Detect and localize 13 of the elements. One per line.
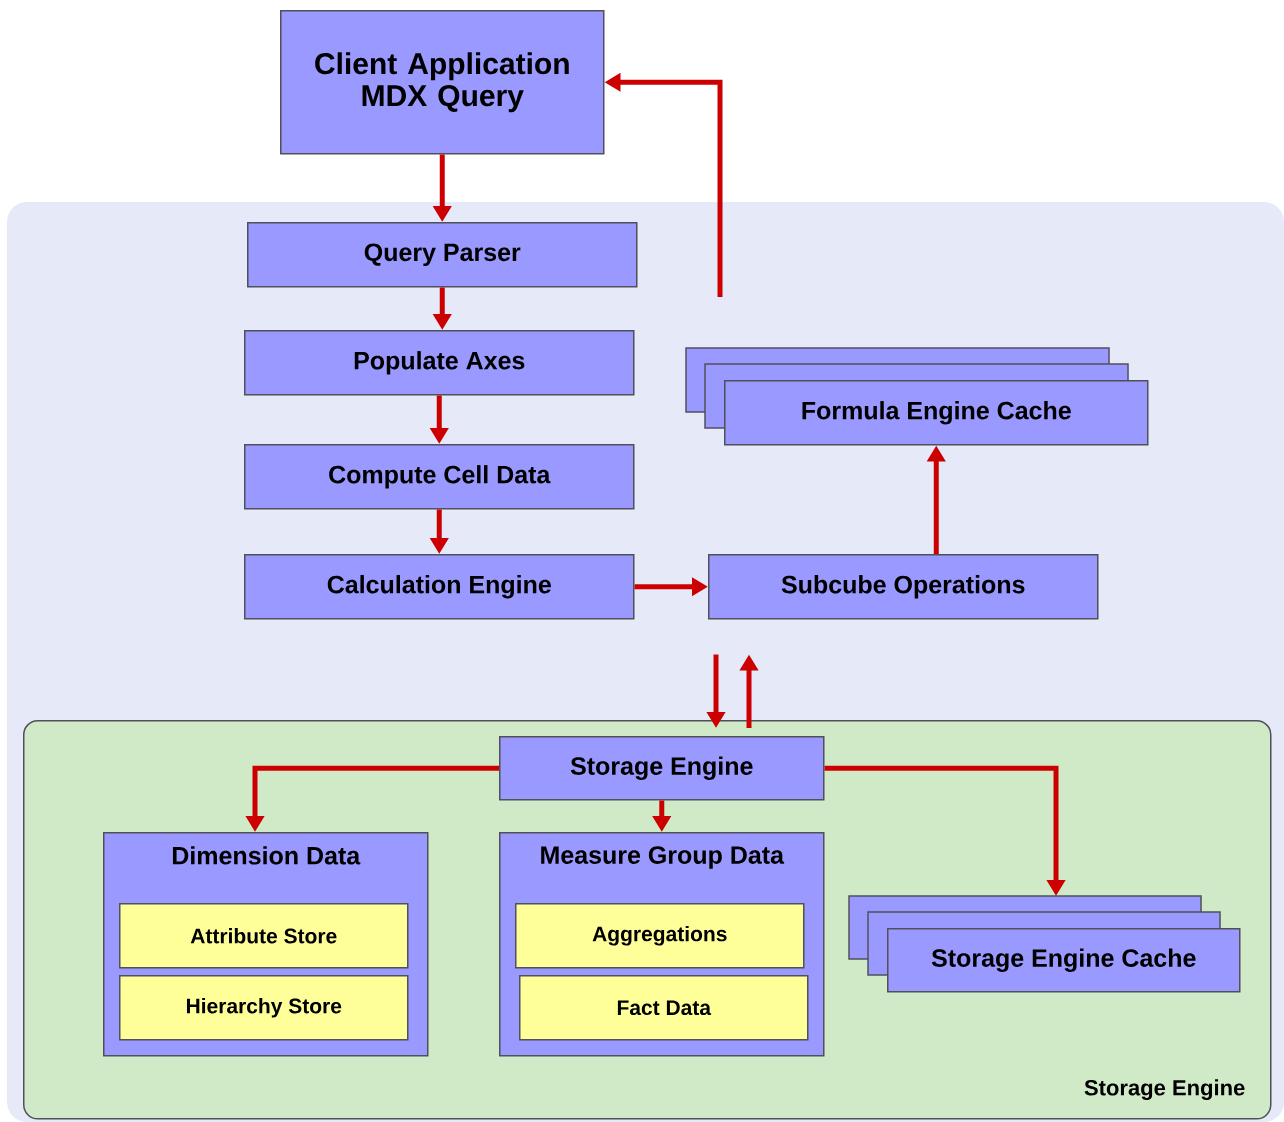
store-box: Attribute Store — [119, 903, 409, 969]
process-box: Calculation Engine — [244, 554, 635, 620]
stacked-box: Formula Engine Cache — [685, 347, 1149, 446]
process-box: Subcube Operations — [708, 554, 1099, 620]
process-box: Populate Axes — [244, 330, 635, 396]
process-box: Client Application MDX Query — [280, 10, 605, 155]
process-box: Compute Cell Data — [244, 444, 635, 510]
process-box: Storage Engine — [499, 736, 825, 801]
store-box: Hierarchy Store — [119, 975, 409, 1041]
process-box: Query Parser — [247, 222, 638, 288]
store-box: Aggregations — [515, 903, 805, 969]
stacked-box: Storage Engine Cache — [848, 895, 1241, 993]
store-box: Fact Data — [519, 975, 809, 1041]
